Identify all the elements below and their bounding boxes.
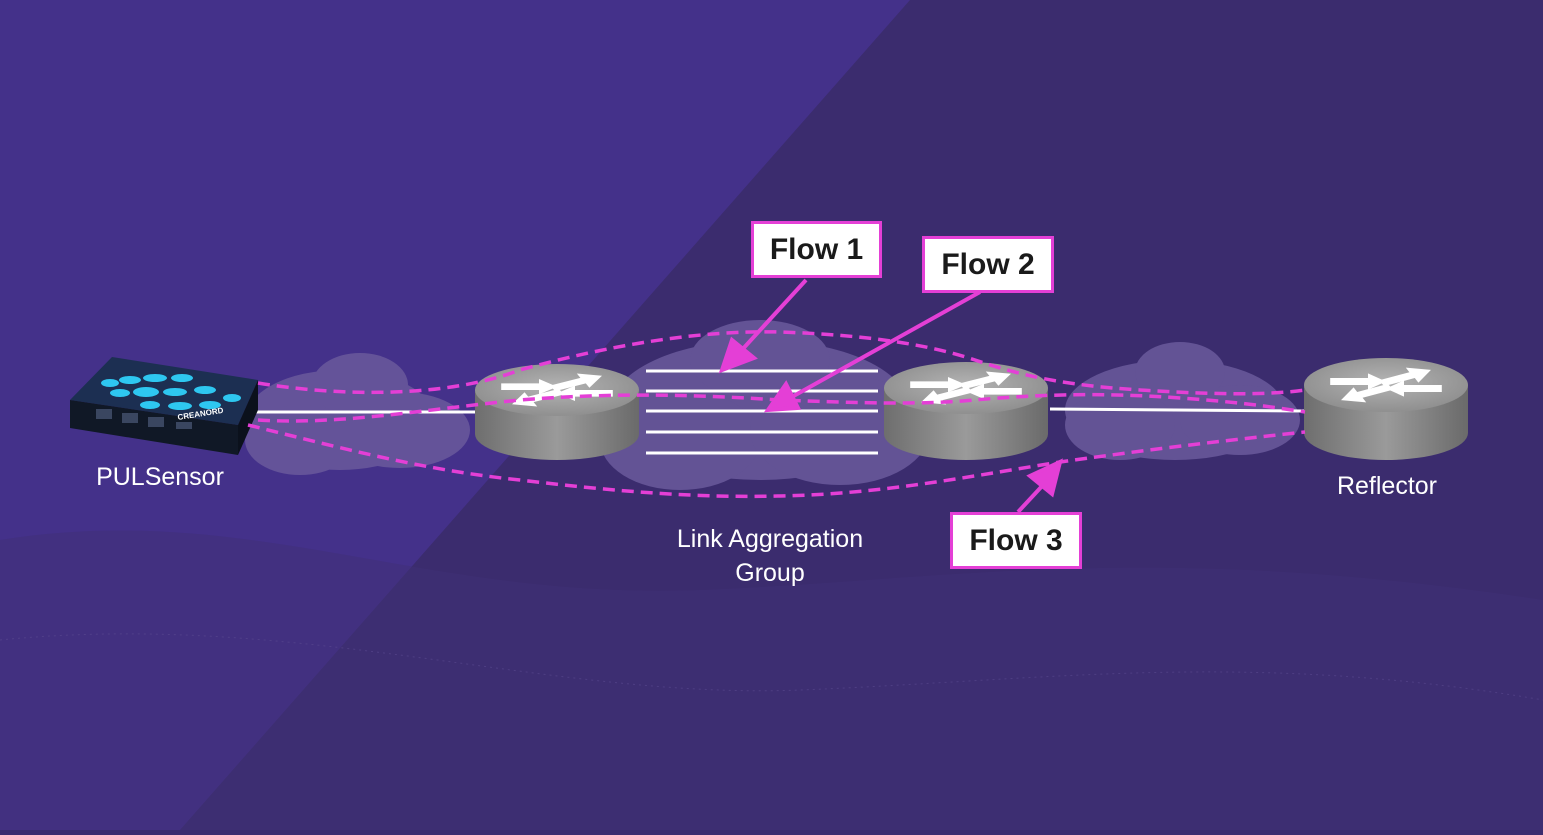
lag-links bbox=[646, 369, 878, 455]
background-wave bbox=[0, 530, 1543, 830]
flow-1-label: Flow 1 bbox=[751, 221, 882, 278]
flow-1-path bbox=[257, 330, 1306, 396]
router-icon bbox=[884, 362, 1048, 460]
flow-3-label: Flow 3 bbox=[950, 512, 1082, 569]
flow-1-arrow bbox=[738, 278, 808, 354]
arrow-icon bbox=[718, 336, 758, 374]
flow-2-path bbox=[257, 392, 1306, 423]
flow-3-arrow bbox=[1016, 482, 1046, 514]
lag-label: Link Aggregation Group bbox=[620, 522, 920, 590]
router-icon bbox=[1304, 358, 1468, 460]
reflector-label: Reflector bbox=[1336, 472, 1438, 500]
link-router2-reflector bbox=[1049, 407, 1306, 413]
sensor-label: PULSensor bbox=[96, 463, 224, 491]
router-icon bbox=[475, 364, 639, 460]
flow-2-label: Flow 2 bbox=[922, 236, 1054, 293]
flow-3-path bbox=[247, 423, 1306, 499]
arrow-icon bbox=[1026, 458, 1063, 498]
lag-label-line1: Link Aggregation bbox=[676, 525, 864, 553]
sensor-device-icon: CREANORD bbox=[70, 357, 258, 455]
lag-label-line2: Group bbox=[735, 559, 805, 587]
physical-links bbox=[248, 407, 1306, 414]
background-dots bbox=[0, 633, 1543, 701]
arrow-icon bbox=[763, 380, 802, 413]
flow-2-arrow bbox=[789, 290, 981, 400]
